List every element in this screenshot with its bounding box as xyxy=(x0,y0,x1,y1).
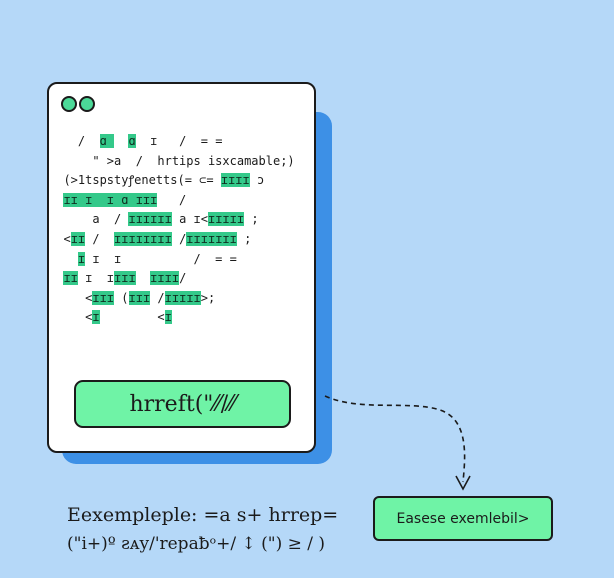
code-text: / xyxy=(179,271,187,286)
example-button-label: Easese exemlebil> xyxy=(396,510,530,527)
code-highlight: ɪɪɪ xyxy=(114,271,136,286)
code-line: ɪ ɪ ɪ / = = xyxy=(49,250,314,270)
code-text: < xyxy=(99,310,165,325)
code-highlight: ɪɪɪɪɪ xyxy=(164,290,201,305)
code-window: / ɑ ɑ ɪ / = = " >a / hrtips isxcamable;)… xyxy=(47,82,316,453)
code-text: ɪ ɪ xyxy=(77,271,115,286)
code-highlight: ɑ xyxy=(128,134,136,148)
code-highlight: ɪɪɪɪɪɪɪɪ xyxy=(114,231,172,246)
code-line: <ɪɪ / ɪɪɪɪɪɪɪɪ /ɪɪɪɪɪɪɪ ; xyxy=(49,230,314,250)
window-dot-icon xyxy=(79,96,95,112)
caption-line-2: ("i+)º ƨᴀy/'repaƀᵒ+/ ↕ (") ≥ / ) xyxy=(67,534,326,554)
code-highlight: ɪ xyxy=(77,251,86,266)
code-text: a / xyxy=(49,212,129,227)
code-highlight: ɑ xyxy=(99,134,115,148)
href-button-label: hrreft("⁄⁄/⁄⁄ xyxy=(129,391,236,417)
code-highlight: ɪɪɪ xyxy=(92,290,115,305)
code-text: >; xyxy=(200,290,216,305)
code-text: " >a / hrtips isxcamable;) xyxy=(49,153,295,168)
code-snippet: / ɑ ɑ ɪ / = = " >a / hrtips isxcamable;)… xyxy=(49,132,314,328)
code-highlight: ɪɪ xyxy=(63,271,78,286)
href-button[interactable]: hrreft("⁄⁄/⁄⁄ xyxy=(74,380,291,428)
code-highlight: ɪɪɪɪ xyxy=(150,271,180,286)
code-highlight: ɪ xyxy=(164,310,172,325)
code-text: ; xyxy=(236,231,252,246)
code-line: <ɪ <ɪ xyxy=(49,308,314,328)
code-text: ɪ / = = xyxy=(135,134,223,148)
code-text: / xyxy=(49,134,100,148)
code-line: ɪɪ ɪ ɪ ɑ ɪɪɪ / xyxy=(49,191,314,211)
example-button[interactable]: Easese exemlebil> xyxy=(373,496,553,541)
code-highlight: ɪɪ xyxy=(70,231,86,246)
code-text: / xyxy=(150,290,165,305)
dashed-connector xyxy=(324,395,466,483)
code-line: " >a / hrtips isxcamable;) xyxy=(49,152,314,172)
arrowhead-icon xyxy=(455,475,471,491)
code-highlight: ɪɪɪɪɪ xyxy=(207,212,245,227)
code-line: a / ɪɪɪɪɪɪ a ɪ<ɪɪɪɪɪ ; xyxy=(49,210,314,230)
code-text: < xyxy=(49,290,93,305)
code-text: ; xyxy=(244,212,259,227)
code-text: (>1tspstyꝭenetts(= ⊂= xyxy=(49,173,221,188)
code-text: ( xyxy=(114,290,129,305)
code-text: ɔ xyxy=(249,173,265,188)
window-dot-icon xyxy=(61,96,77,112)
code-line: ɪɪ ɪ ɪɪɪɪ ɪɪɪɪ/ xyxy=(49,269,314,289)
code-text: / xyxy=(157,192,187,207)
code-line: / ɑ ɑ ɪ / = = xyxy=(49,132,314,152)
caption-line-1: Eexempleple: =a s+ hrrep= xyxy=(67,504,339,526)
code-highlight: ɪɪɪ xyxy=(128,290,151,305)
code-highlight: ɪ xyxy=(92,310,100,325)
code-text: / xyxy=(171,231,187,246)
code-highlight: ɪɪɪɪɪɪ xyxy=(128,212,172,227)
code-highlight: ɪɪ ɪ ɪ ɑ ɪɪɪ xyxy=(63,192,158,207)
code-line: <ɪɪɪ (ɪɪɪ /ɪɪɪɪɪ>; xyxy=(49,289,314,309)
code-text: < xyxy=(49,231,71,246)
code-text: / xyxy=(85,231,115,246)
code-text: < xyxy=(49,310,93,325)
code-text: a ɪ< xyxy=(171,212,208,227)
code-line: (>1tspstyꝭenetts(= ⊂= ɪɪɪɪ ɔ xyxy=(49,171,314,191)
code-highlight: ɪɪɪɪ xyxy=(220,173,250,188)
code-text: ɪ ɪ / = = xyxy=(85,251,237,266)
code-highlight: ɪɪɪɪɪɪɪ xyxy=(186,231,237,246)
